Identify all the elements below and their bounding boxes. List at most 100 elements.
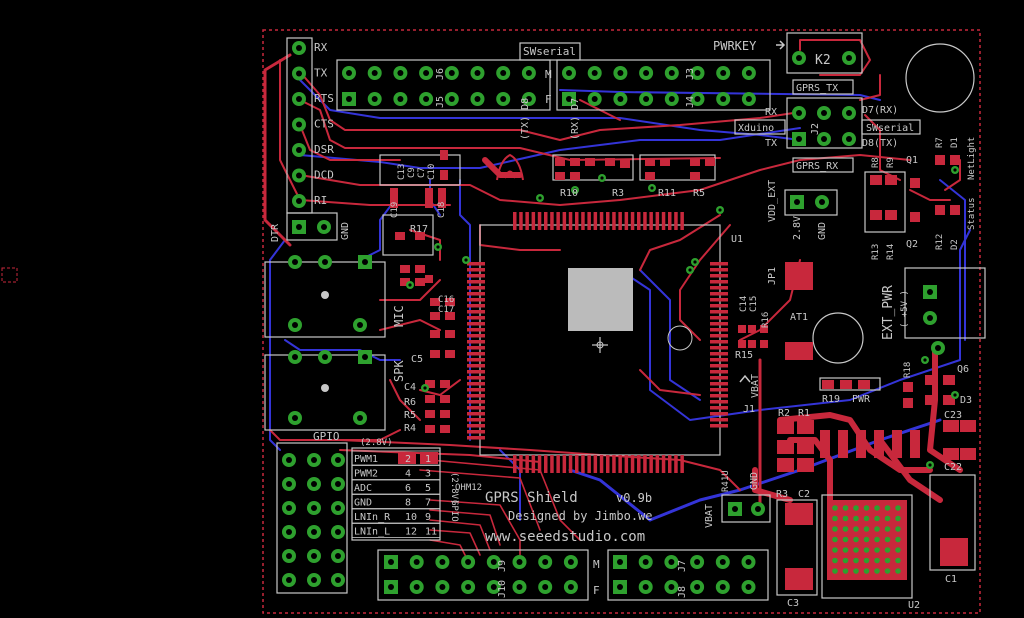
pin-drill <box>311 481 317 487</box>
pin-drill <box>927 289 933 295</box>
ohm12-label: OHM12 <box>455 483 482 493</box>
serial-pin-label: RTS <box>314 92 334 105</box>
r4-label: R4 <box>404 423 416 434</box>
u1-pin <box>467 418 485 422</box>
u1-pin <box>531 455 536 473</box>
via-drill <box>688 268 692 272</box>
u1-pin <box>649 455 653 473</box>
u2-thermal-via <box>874 547 880 553</box>
pin-drill <box>542 584 549 590</box>
pin-drill <box>296 45 302 51</box>
pin-drill <box>935 345 941 351</box>
pin-drill <box>335 529 341 535</box>
u1-pin <box>544 212 548 230</box>
vbat-b-label: VBAT <box>704 504 715 528</box>
u1-pin <box>467 388 485 392</box>
u2-thermal-via <box>874 505 880 511</box>
c16-label: C16 <box>438 295 454 305</box>
u2-thermal-via <box>853 547 859 553</box>
u2-thermal-via <box>842 568 849 574</box>
u1-pin <box>581 455 585 473</box>
c5-label: C5 <box>411 354 423 365</box>
u1-pin <box>710 280 728 284</box>
u1-pin <box>467 268 485 272</box>
r16-label: R16 <box>761 312 771 328</box>
u1-pin <box>710 328 728 332</box>
board-designer: Designed by Jimbo.we <box>508 509 653 523</box>
pin-drill <box>794 199 800 205</box>
u2-thermal-via <box>863 536 870 543</box>
u1-pin <box>525 455 529 473</box>
u1-pin <box>710 406 728 410</box>
pin-drill <box>296 70 302 77</box>
pin-drill <box>642 584 649 590</box>
q1-label: Q1 <box>906 155 918 166</box>
u1-pin <box>637 455 641 473</box>
pin-drill <box>346 70 352 76</box>
pin-drill <box>388 559 394 565</box>
u1-pin <box>710 352 728 356</box>
pin-drill <box>286 481 292 487</box>
ba5v-label: (2.8V) <box>449 472 459 505</box>
u1-pin <box>643 455 647 473</box>
plus5v-label: ( +5V ) <box>900 290 910 328</box>
pin-drill <box>668 559 675 565</box>
pin-drill <box>362 259 368 265</box>
gpio-pin-number: 11 <box>425 527 437 538</box>
serial-pin-label: RX <box>314 41 328 54</box>
pin-drill <box>362 354 368 360</box>
u2-thermal-via <box>832 515 838 522</box>
d8tx-label: D8(TX) <box>862 138 898 149</box>
pin-drill <box>500 70 507 76</box>
u2-thermal-via <box>842 547 849 553</box>
u1-pin <box>618 212 622 230</box>
u2-thermal-via <box>832 536 838 543</box>
rx-right-label: RX <box>765 107 777 118</box>
u1-pin <box>544 455 548 473</box>
pin-drill <box>413 584 420 590</box>
swserial-right-label: SWserial <box>866 123 914 134</box>
u1-pin <box>550 212 554 230</box>
gpio-row-box <box>351 523 441 538</box>
u1-pin <box>674 455 678 473</box>
ext-pwr-label: EXT_PWR <box>881 285 896 340</box>
c9-label: C9 <box>407 167 417 178</box>
c22-label: C22 <box>944 462 962 473</box>
u1-pin <box>643 212 647 230</box>
pin-drill <box>286 505 292 511</box>
j2-label: J2 <box>810 123 821 135</box>
pin-drill <box>439 559 446 565</box>
pin-drill <box>720 96 727 102</box>
j4-label: J4 <box>685 96 696 108</box>
pin-drill <box>286 553 292 559</box>
gpio-row-box <box>351 494 441 509</box>
r18-label: R18 <box>903 362 913 378</box>
pin-drill <box>668 96 675 102</box>
header-f-label: F <box>545 93 552 106</box>
u1-pin <box>593 455 598 473</box>
gpio-pin-number: 8 <box>405 498 411 509</box>
u2-thermal-via <box>874 515 880 522</box>
u1-pin <box>467 298 485 302</box>
j8-label: J8 <box>677 586 688 598</box>
via-drill <box>718 208 722 212</box>
gpio-pin-number: 4 <box>405 469 411 480</box>
pwrkey-arrow <box>776 40 786 50</box>
c4-label: C4 <box>404 382 416 393</box>
u1-pin <box>710 334 728 338</box>
u1-pin <box>562 455 567 473</box>
pin-drill <box>796 136 802 142</box>
u1-pin <box>575 212 579 230</box>
d7-rx-label: (RX) D7 <box>570 98 581 140</box>
pin-drill <box>296 96 302 102</box>
u1-pin <box>467 352 485 356</box>
u1-pin <box>606 212 610 230</box>
serial-pin-label: DCD <box>314 169 334 182</box>
u2-thermal-via <box>884 568 891 574</box>
via-drill <box>600 176 604 180</box>
u1-pin <box>575 455 579 473</box>
j3-label: J3 <box>685 68 696 80</box>
u2-thermal-via <box>884 536 891 543</box>
pin-drill <box>525 96 532 102</box>
